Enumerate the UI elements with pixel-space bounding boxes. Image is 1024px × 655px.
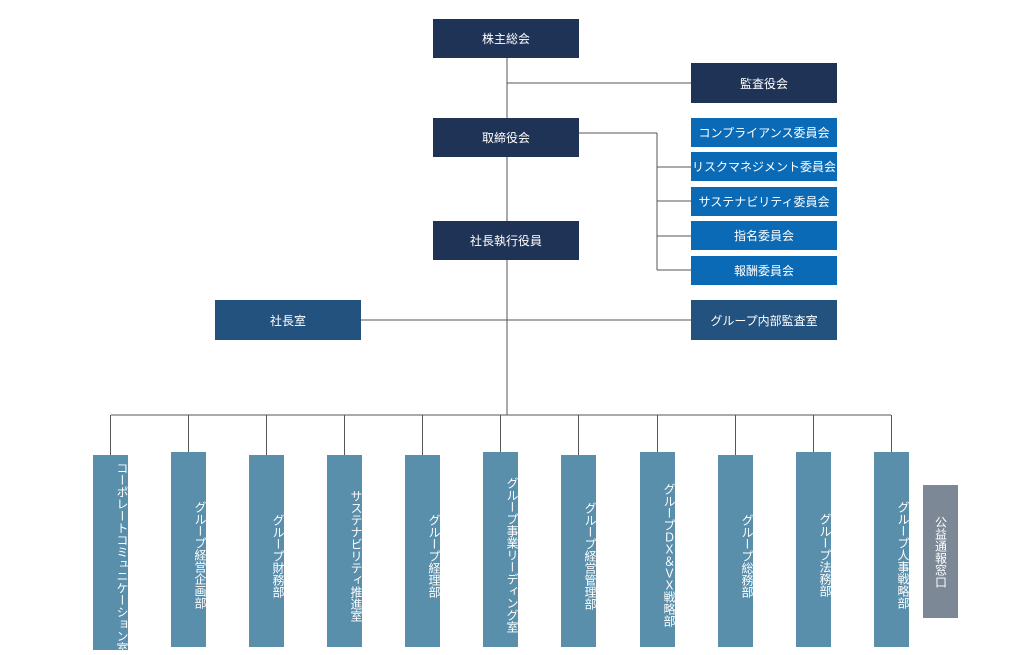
department-general-affairs: グループ総務部	[718, 455, 754, 647]
internal-audit-office-box: グループ内部監査室	[691, 300, 837, 340]
department-label: グループ法務部	[818, 512, 832, 597]
shareholders-meeting-label: 株主総会	[481, 32, 530, 46]
committee-label: リスクマネジメント委員会	[691, 160, 836, 174]
committee-risk-management: リスクマネジメント委員会	[691, 152, 837, 181]
department-label: サステナビリティ推進室	[349, 490, 363, 622]
department-label: グループ経理部	[427, 514, 441, 598]
department-accounting: グループ経理部	[405, 455, 441, 647]
committee-label: 指名委員会	[733, 229, 794, 243]
whistleblower-window-box: 公益通報窓口	[923, 485, 958, 618]
department-management-planning: グループ経営企画部	[171, 452, 207, 647]
shareholders-meeting-box: 株主総会	[433, 19, 579, 58]
committee-label: 報酬委員会	[733, 264, 794, 278]
department-label: グループ経営企画部	[193, 500, 207, 609]
president-office-box: 社長室	[215, 300, 361, 340]
department-drop-lines	[110, 415, 892, 455]
department-management-control: グループ経営管理部	[561, 455, 597, 647]
board-of-directors-box: 取締役会	[433, 118, 579, 157]
committee-compensation: 報酬委員会	[691, 256, 837, 285]
department-dx-vx-strategy: グループＤＸ＆ＶＸ戦略部	[640, 452, 676, 647]
committee-sustainability: サステナビリティ委員会	[691, 187, 837, 216]
board-of-directors-label: 取締役会	[481, 131, 530, 145]
audit-board-box: 監査役会	[691, 63, 837, 103]
committee-label: サステナビリティ委員会	[698, 195, 830, 209]
department-finance: グループ財務部	[249, 455, 285, 647]
department-label: グループ財務部	[271, 514, 285, 598]
committee-compliance: コンプライアンス委員会	[691, 118, 837, 147]
department-label: グループ経営管理部	[583, 502, 597, 610]
audit-board-label: 監査役会	[739, 76, 788, 91]
department-label: グループＤＸ＆ＶＸ戦略部	[662, 482, 676, 627]
department-sustainability-promotion: サステナビリティ推進室	[327, 455, 363, 647]
department-label: グループ人事戦略部	[896, 500, 910, 609]
internal-audit-office-label: グループ内部監査室	[710, 313, 818, 328]
department-legal: グループ法務部	[796, 452, 832, 647]
whistleblower-window-label: 公益通報窓口	[933, 515, 948, 588]
executive-officers-label: 社長執行役員	[469, 234, 542, 248]
department-label: グループ事業リーディング室	[505, 476, 519, 633]
president-office-label: 社長室	[269, 313, 306, 328]
department-corporate-communication: コーポレートコミュニケーション室	[93, 455, 129, 654]
department-label: コーポレートコミュニケーション室	[115, 461, 129, 654]
department-label: グループ総務部	[740, 514, 754, 598]
department-business-leading: グループ事業リーディング室	[483, 452, 519, 647]
committee-nomination: 指名委員会	[691, 221, 837, 250]
executive-officers-box: 社長執行役員	[433, 221, 579, 260]
department-hr-strategy: グループ人事戦略部	[874, 452, 910, 647]
committee-label: コンプライアンス委員会	[698, 126, 830, 140]
